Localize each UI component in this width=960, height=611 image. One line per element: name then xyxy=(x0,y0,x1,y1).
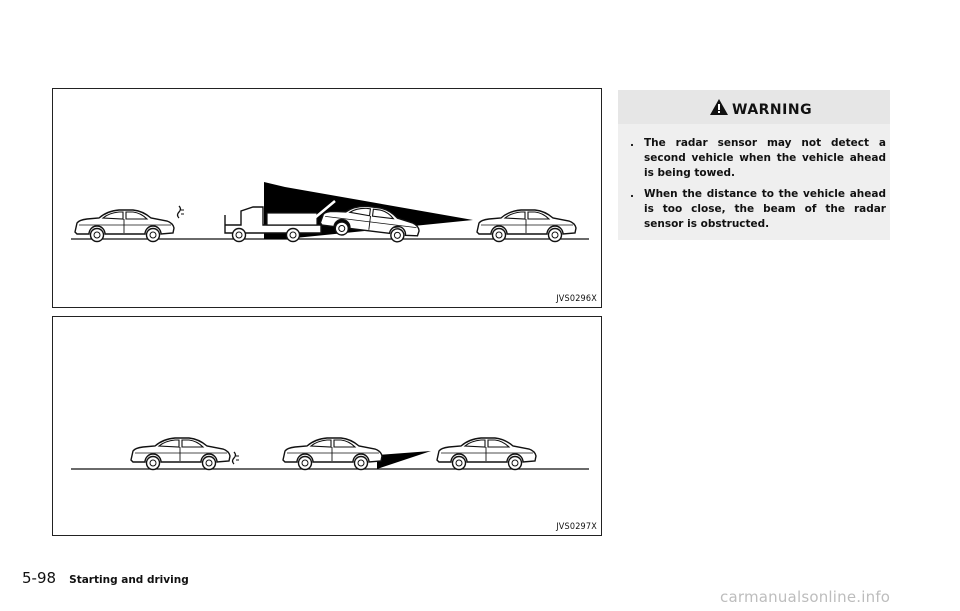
warning-list: . The radar sensor may not detect a secon… xyxy=(630,136,886,238)
sensor-mark-icon xyxy=(231,451,240,465)
warning-triangle-icon xyxy=(710,99,728,115)
warning-box: WARNING . The radar sensor may not detect… xyxy=(618,90,890,240)
tow-truck xyxy=(224,200,336,243)
warning-title: WARNING xyxy=(732,102,813,118)
vehicle-ahead-far xyxy=(436,437,537,471)
figure-towed-vehicle: JVS0296X xyxy=(52,88,602,308)
vehicle-ahead-close xyxy=(282,437,383,471)
warning-header: WARNING xyxy=(618,90,890,124)
section-title: Starting and driving xyxy=(69,574,189,586)
vehicle-ahead xyxy=(476,209,577,243)
own-vehicle xyxy=(130,437,231,471)
towed-vehicle-illustration xyxy=(71,182,589,246)
radar-beam xyxy=(377,451,431,469)
figure-close-distance: JVS0297X xyxy=(52,316,602,536)
warning-item: . The radar sensor may not detect a secon… xyxy=(630,136,886,181)
bullet: . xyxy=(630,137,634,149)
page-footer: 5-98 Starting and driving xyxy=(22,568,189,587)
warning-item-text: The radar sensor may not detect a second… xyxy=(644,137,886,179)
bullet: . xyxy=(630,188,634,200)
own-vehicle xyxy=(74,209,175,243)
watermark: carmanualsonline.info xyxy=(720,588,891,606)
warning-item: . When the distance to the vehicle ahead … xyxy=(630,187,886,232)
page-number: 5-98 xyxy=(22,569,57,587)
figure-code: JVS0296X xyxy=(556,294,597,304)
warning-item-text: When the distance to the vehicle ahead i… xyxy=(644,188,886,230)
figure-code: JVS0297X xyxy=(556,522,597,532)
sensor-mark-icon xyxy=(176,205,185,219)
close-distance-illustration xyxy=(71,437,589,471)
